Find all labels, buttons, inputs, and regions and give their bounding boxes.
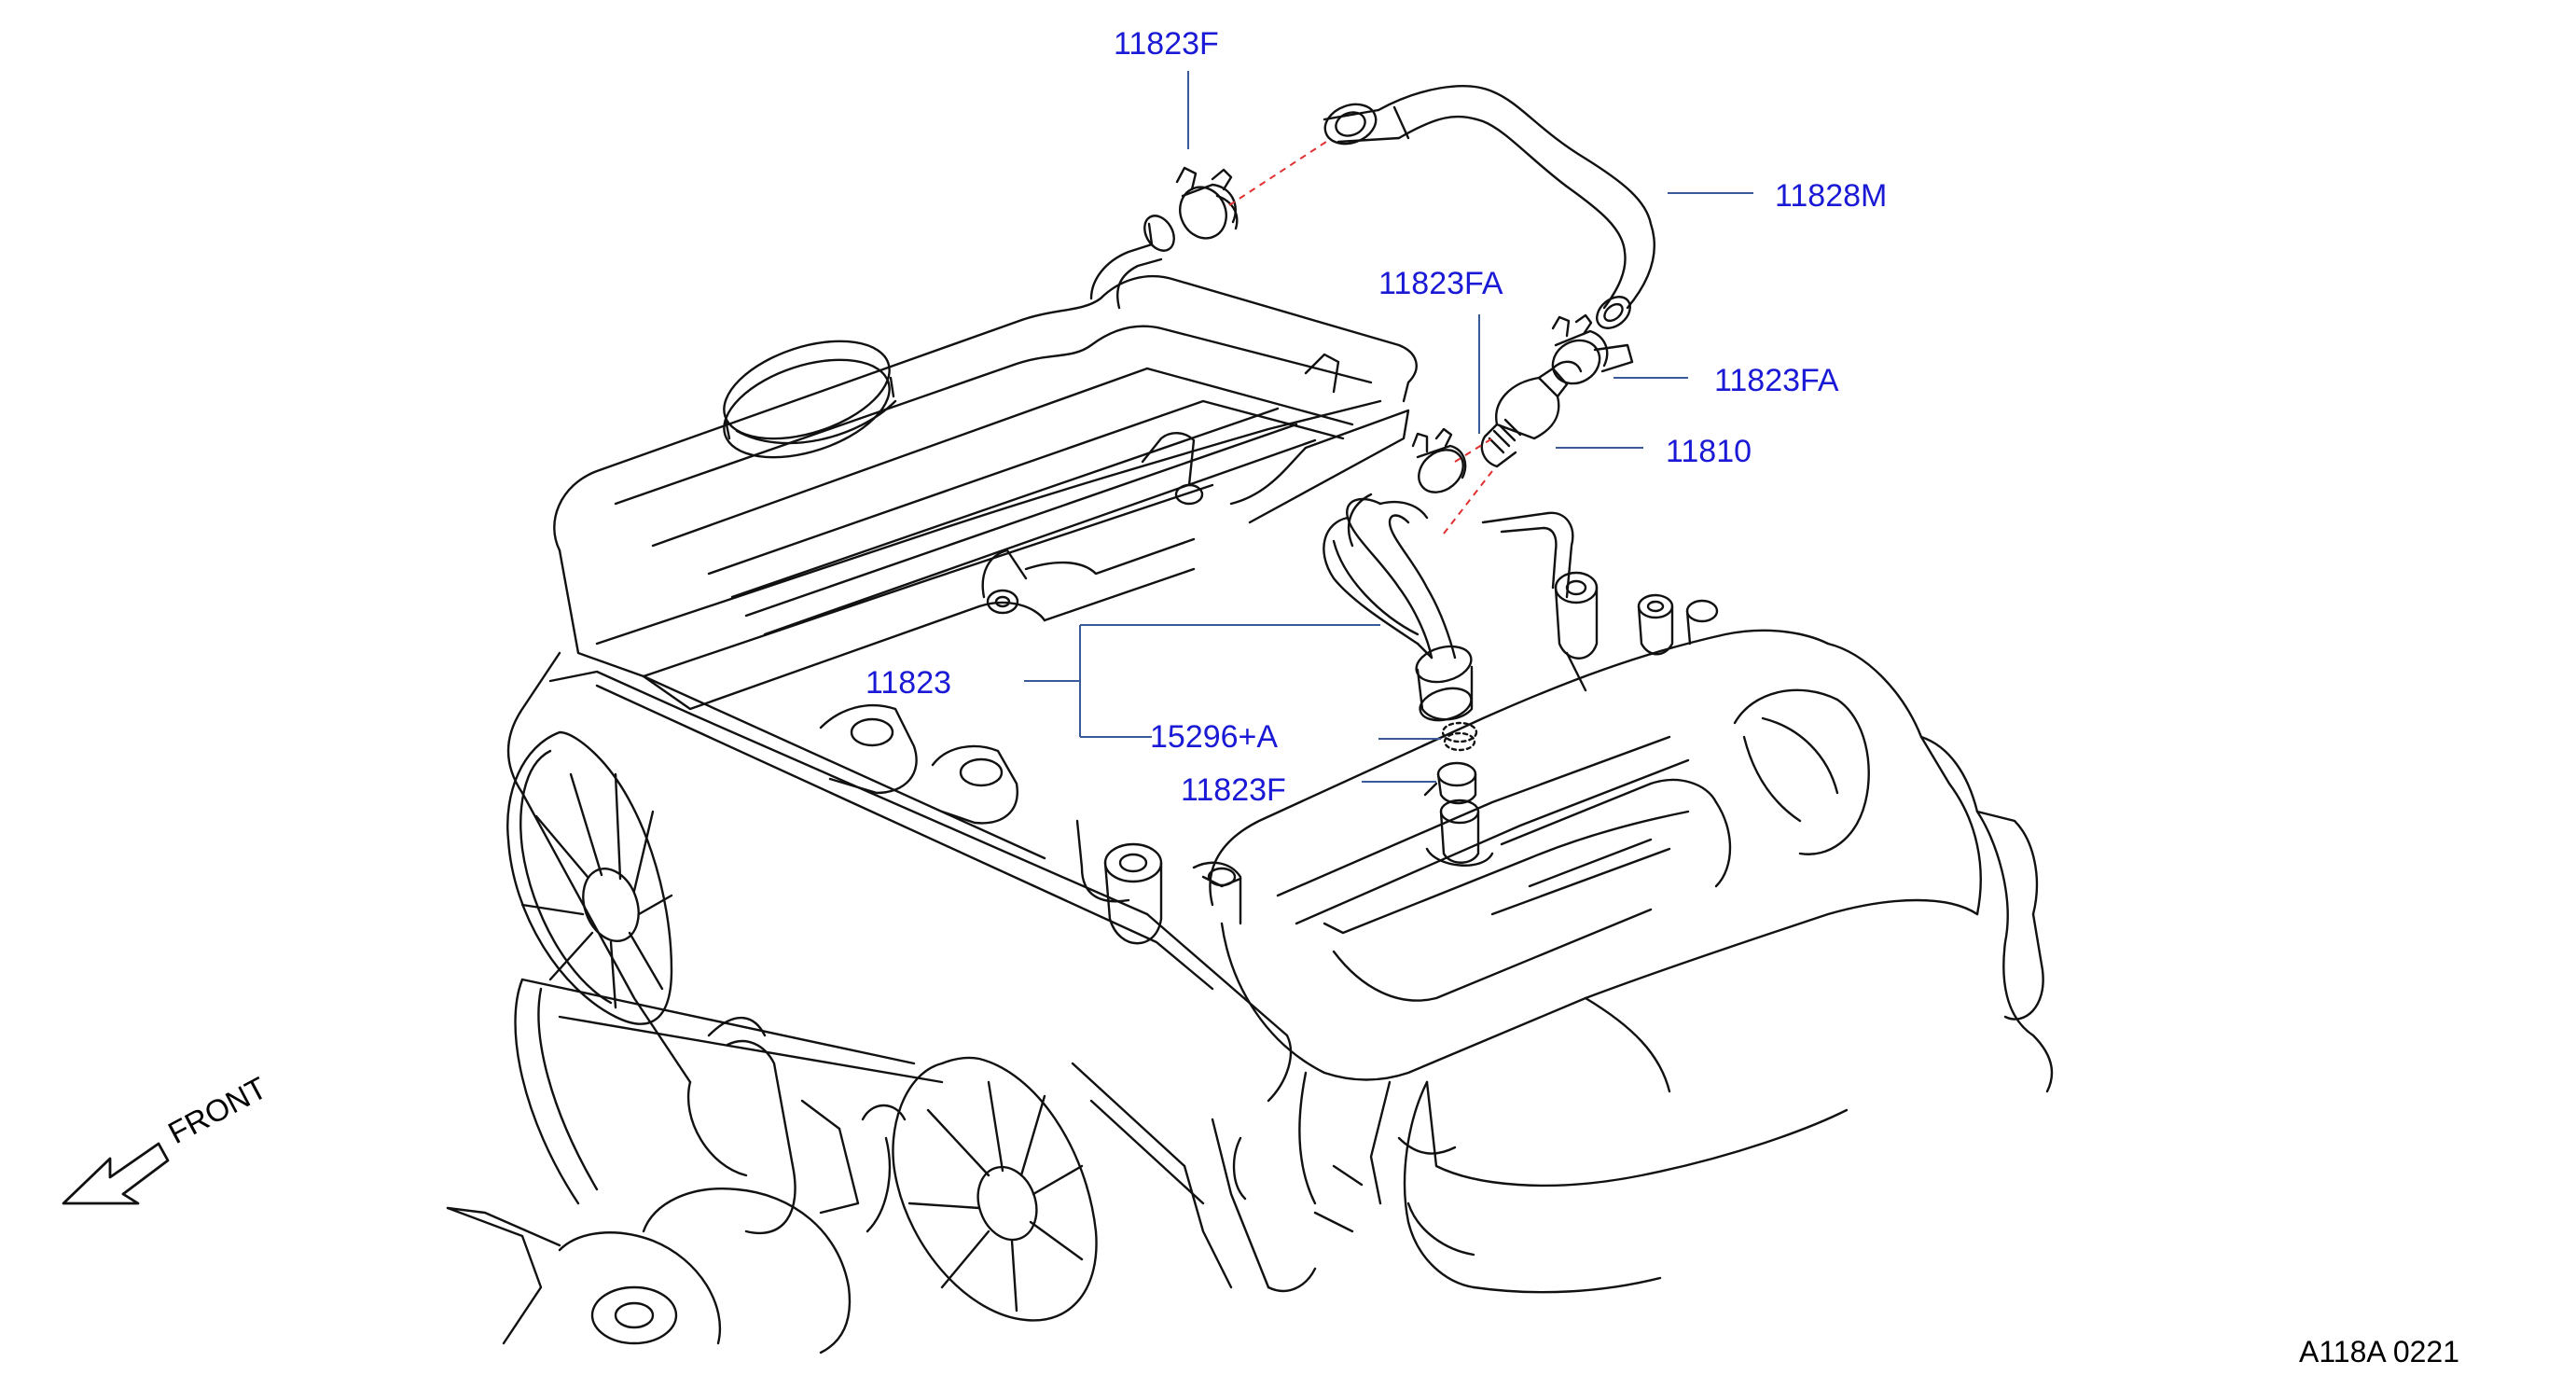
cover-breather-outlet [1089, 215, 1175, 310]
pcv-valve-11810 [1480, 360, 1583, 468]
part-label-11823F-lower[interactable]: 11823F [1181, 772, 1286, 808]
hose-11828M [1323, 85, 1656, 329]
intake-manifold [1209, 629, 2054, 1294]
part-label-11828M[interactable]: 11828M [1775, 178, 1888, 214]
crank-pulley-lower [892, 1056, 1098, 1322]
diagram-reference-code: A118A 0221 [2299, 1335, 2460, 1368]
engine-block [506, 651, 1293, 1103]
clamp-11823FA-right [1551, 313, 1634, 385]
crank-pulley-upper [506, 730, 673, 1025]
part-label-15296A[interactable]: 15296+A [1150, 719, 1279, 755]
hose-11823 [1323, 493, 1474, 722]
clamp-11823F-lower [1423, 761, 1477, 805]
manifold-bosses [1481, 511, 1719, 692]
water-pump-fan [446, 978, 907, 1354]
clamp-11823F-top [1175, 166, 1239, 240]
leader-lines [1024, 71, 1753, 783]
part-label-11810[interactable]: 11810 [1666, 434, 1752, 469]
part-label-11823FA-right[interactable]: 11823FA [1714, 363, 1839, 398]
part-label-11823F-top[interactable]: 11823F [1114, 26, 1219, 62]
valve-cover [553, 274, 1418, 711]
grommet-15296A [1441, 721, 1478, 752]
oil-filler-cap [723, 340, 897, 459]
part-label-11823[interactable]: 11823 [866, 665, 952, 701]
drive-belt [520, 978, 1205, 1205]
clamp-11823FA-mid [1411, 427, 1467, 493]
throttle-body [1183, 1118, 1457, 1293]
part-label-11823FA-mid[interactable]: 11823FA [1378, 266, 1503, 301]
front-arrow-icon [62, 1142, 170, 1205]
manifold-nipple [1425, 799, 1494, 867]
connection-dashed-lines [1228, 139, 1493, 535]
